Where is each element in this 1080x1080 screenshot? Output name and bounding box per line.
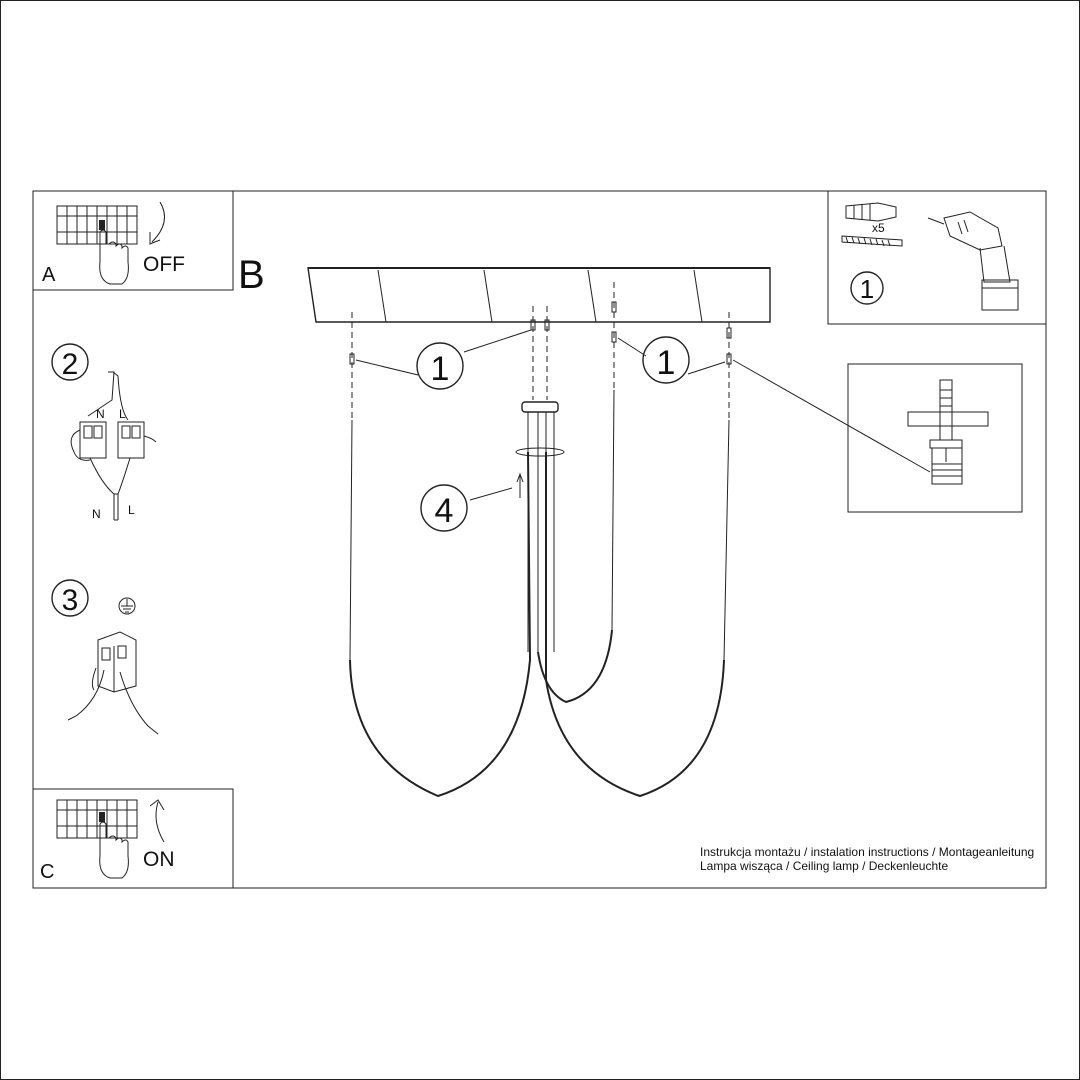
wire-l-bottom-label: L (128, 503, 135, 517)
panel-a-frame (32, 190, 234, 291)
step-3-circle (51, 579, 89, 617)
detail-panel-frame (847, 363, 1023, 513)
step-wiring: 2 N L N L (51, 343, 157, 521)
step-ground: 3 (51, 579, 159, 735)
hand-icon (99, 821, 129, 879)
footer-line-1: Instrukcja montażu / instalation instruc… (700, 845, 1034, 859)
suspension-points (349, 282, 732, 420)
arrow-up-icon (149, 799, 165, 843)
switch-off-label: OFF (143, 253, 185, 276)
panel-c-frame (32, 788, 234, 889)
panel-b: B (238, 253, 931, 798)
main-frame (32, 190, 1047, 889)
step-1-left-number: 1 (431, 350, 450, 388)
panel-a-letter: A (42, 264, 56, 286)
wire-n-bottom-label: N (92, 507, 101, 521)
hand-icon (99, 229, 129, 285)
tools-panel: x5 1 (827, 190, 1047, 325)
footer-line-2: Lampa wisząca / Ceiling lamp / Deckenleu… (700, 859, 948, 873)
wire-n-label: N (96, 407, 105, 421)
step-1-tools-number: 1 (860, 274, 874, 304)
arrow-down-icon (149, 201, 165, 245)
step-1-tools-circle (850, 271, 884, 305)
tools-panel-frame (827, 190, 1047, 325)
anchor-count-label: x5 (872, 221, 885, 235)
switch-on-label: ON (143, 848, 175, 871)
step-4-number: 4 (435, 492, 454, 530)
step-2-circle (51, 343, 89, 381)
terminal-block-icon (70, 371, 157, 521)
screw-icon (841, 235, 903, 247)
callout-mount-right: 1 (617, 336, 931, 473)
ground-terminal-icon (67, 631, 159, 735)
lamp-arcs (349, 389, 730, 798)
step-2-number: 2 (62, 348, 79, 381)
step-3-number: 3 (62, 584, 79, 617)
callout-cover: 4 (420, 472, 524, 532)
panel-b-letter: B (238, 253, 265, 297)
central-cover (515, 401, 565, 652)
ceiling-canopy (307, 267, 771, 323)
detail-panel (847, 363, 1023, 513)
breaker-icon-on (56, 799, 138, 839)
drill-icon (927, 211, 1019, 311)
panel-a: A OFF (32, 190, 234, 291)
wire-l-label: L (119, 407, 126, 421)
wall-plug-icon (845, 202, 897, 222)
panel-c: C ON (32, 788, 234, 889)
panel-c-letter: C (40, 861, 54, 883)
breaker-icon-off (56, 205, 138, 245)
ground-symbol-icon (118, 597, 136, 615)
step-1-right-number: 1 (657, 344, 676, 382)
callout-mount-left: 1 (355, 329, 532, 390)
anchor-detail-icon (907, 379, 989, 485)
